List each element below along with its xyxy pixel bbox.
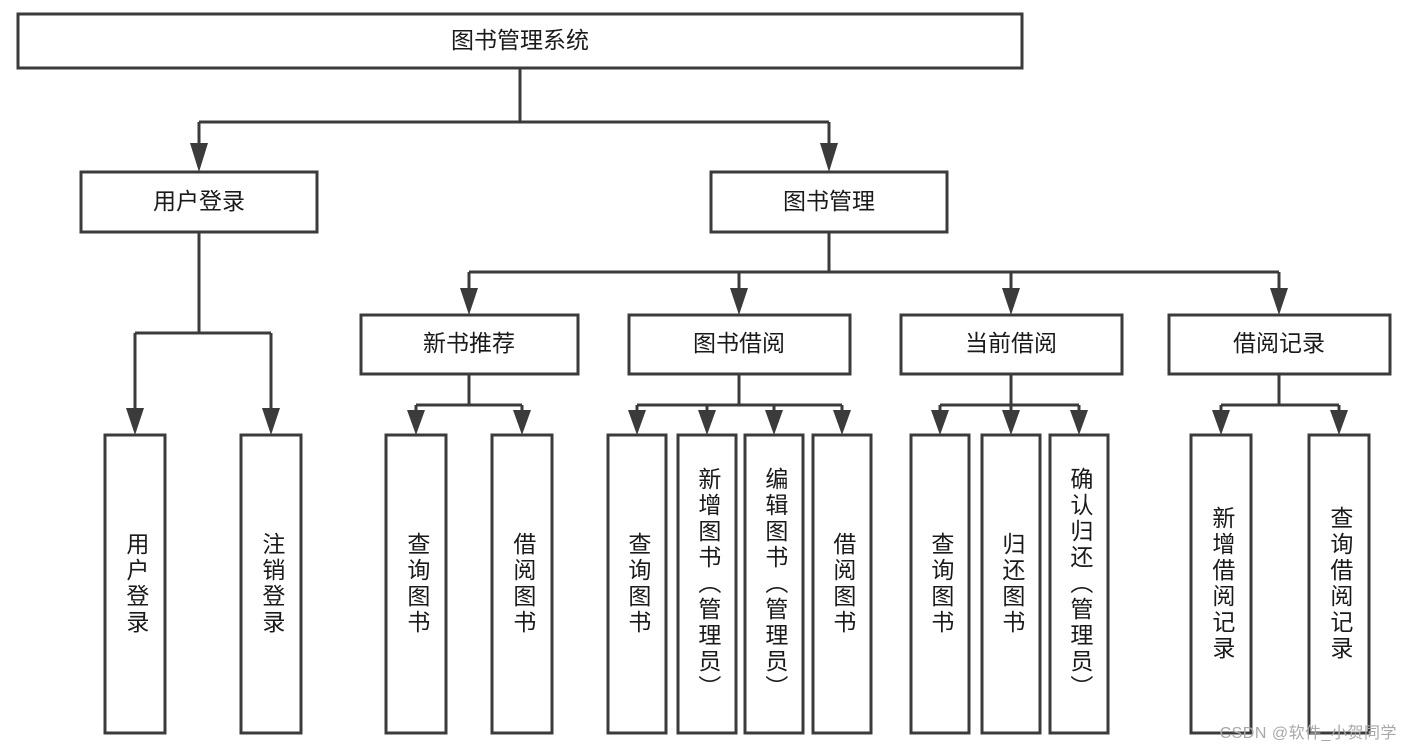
arrow-currentborrow-leaf-1 bbox=[931, 410, 949, 435]
node-book-manage-box[interactable] bbox=[709, 170, 949, 234]
node-user-login[interactable]: 用户登录 bbox=[79, 170, 319, 234]
node-leaf-edit-book-box[interactable] bbox=[743, 433, 805, 735]
node-book-borrow-box[interactable] bbox=[627, 313, 852, 376]
arrow-currentborrow-leaf-2 bbox=[1002, 410, 1020, 435]
node-root[interactable]: 图书管理系统 bbox=[16, 12, 1024, 70]
arrow-bookborrow-leaf-3 bbox=[765, 410, 783, 435]
arrow-newbookrec-leaf-1 bbox=[407, 410, 425, 435]
node-root-box[interactable] bbox=[16, 12, 1024, 70]
arrow-userlogin-leaf-1 bbox=[126, 408, 144, 435]
node-book-borrow-label: 图书借阅 bbox=[693, 330, 785, 356]
arrow-bookborrow-leaf-2 bbox=[698, 410, 716, 435]
node-leaf-confirm-return-box[interactable] bbox=[1048, 433, 1110, 735]
arrow-bookmanage-to-new-book-rec bbox=[460, 288, 478, 315]
arrow-bookmanage-to-borrow-record bbox=[1270, 288, 1288, 315]
node-leaf-add-book-box[interactable] bbox=[676, 433, 738, 735]
node-current-borrow-box[interactable] bbox=[899, 313, 1124, 376]
arrow-bookmanage-to-current-borrow bbox=[1002, 288, 1020, 315]
arrow-root-to-user-login bbox=[190, 143, 208, 172]
arrow-borrowrecord-leaf-2 bbox=[1330, 410, 1348, 435]
arrow-borrowrecord-leaf-1 bbox=[1212, 410, 1230, 435]
node-new-book-rec[interactable]: 新书推荐 bbox=[359, 313, 580, 376]
arrow-newbookrec-leaf-2 bbox=[513, 410, 531, 435]
node-leaf-user-login-box[interactable] bbox=[103, 433, 167, 735]
node-new-book-rec-label: 新书推荐 bbox=[423, 330, 515, 356]
arrow-bookmanage-to-book-borrow bbox=[730, 288, 748, 315]
node-leaf-borrow-book-2-box[interactable] bbox=[811, 433, 873, 735]
node-leaf-query-book-2-box[interactable] bbox=[606, 433, 668, 735]
node-book-manage[interactable]: 图书管理 bbox=[709, 170, 949, 234]
node-root-label: 图书管理系统 bbox=[451, 27, 589, 53]
node-leaf-return-book-box[interactable] bbox=[980, 433, 1042, 735]
arrow-root-to-book-manage bbox=[820, 143, 838, 172]
node-leaf-borrow-book-1-box[interactable] bbox=[490, 433, 554, 735]
node-layer: 图书管理系统 用户登录 图书管理 新书推荐 图书借阅 当前 bbox=[16, 12, 1392, 735]
node-leaf-query-record-box[interactable] bbox=[1307, 433, 1371, 735]
arrow-userlogin-leaf-2 bbox=[262, 408, 280, 435]
node-current-borrow-label: 当前借阅 bbox=[965, 330, 1057, 356]
node-borrow-record-box[interactable] bbox=[1167, 313, 1392, 376]
arrow-bookborrow-leaf-4 bbox=[833, 410, 851, 435]
node-leaf-add-record-box[interactable] bbox=[1189, 433, 1253, 735]
watermark: CSDN @软件_小贺同学 bbox=[1219, 725, 1397, 742]
node-user-login-box[interactable] bbox=[79, 170, 319, 234]
node-user-login-label: 用户登录 bbox=[153, 188, 245, 214]
node-leaf-query-book-1-box[interactable] bbox=[384, 433, 448, 735]
node-book-borrow[interactable]: 图书借阅 bbox=[627, 313, 852, 376]
node-new-book-rec-box[interactable] bbox=[359, 313, 580, 376]
node-leaf-query-book-3-box[interactable] bbox=[909, 433, 971, 735]
node-borrow-record[interactable]: 借阅记录 bbox=[1167, 313, 1392, 376]
node-leaf-logout-box[interactable] bbox=[239, 433, 303, 735]
arrow-bookborrow-leaf-1 bbox=[628, 410, 646, 435]
node-current-borrow[interactable]: 当前借阅 bbox=[899, 313, 1124, 376]
node-borrow-record-label: 借阅记录 bbox=[1233, 330, 1325, 356]
arrow-currentborrow-leaf-3 bbox=[1070, 410, 1088, 435]
node-book-manage-label: 图书管理 bbox=[783, 188, 875, 214]
connector-layer bbox=[126, 68, 1348, 435]
